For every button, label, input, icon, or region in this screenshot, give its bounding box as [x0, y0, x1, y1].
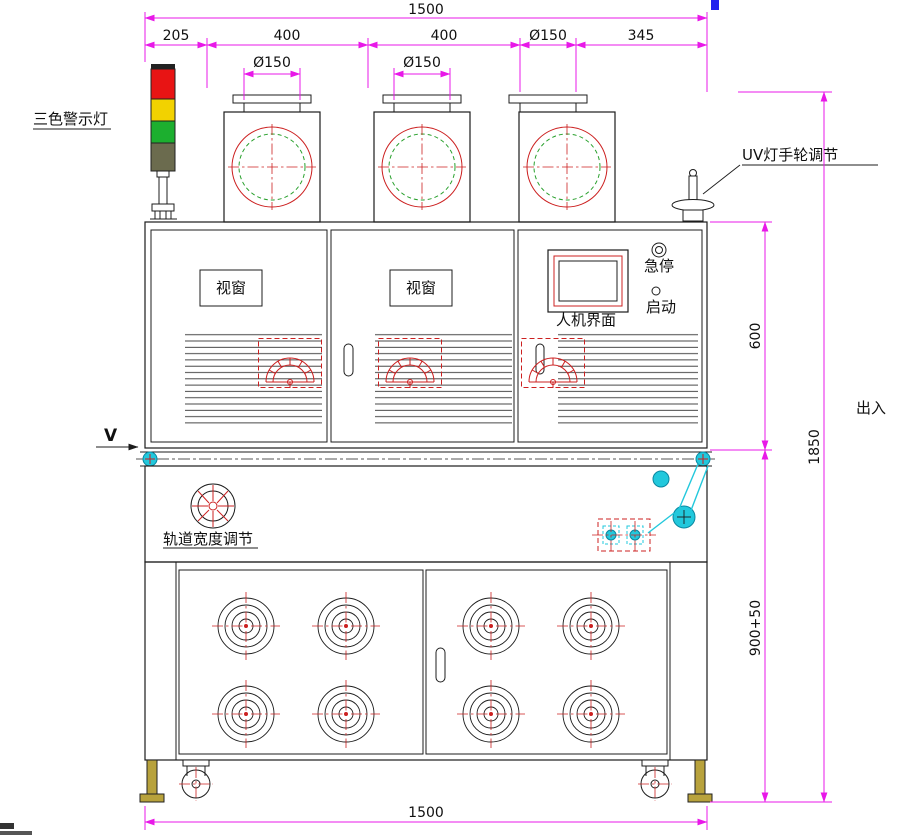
bottom-cabinet	[144, 561, 708, 761]
upper-door-1	[150, 229, 328, 443]
caster-left	[178, 759, 214, 802]
dim-base-height: 900+50	[748, 600, 764, 656]
door-handle-3	[535, 343, 545, 375]
bottom-door-handle	[435, 647, 446, 683]
label-viewport-2: 视窗	[406, 279, 436, 297]
label-warning-light: 三色警示灯	[33, 110, 108, 128]
fan-grille-1	[211, 591, 281, 661]
fan-grille-5	[456, 591, 526, 661]
track-width-handwheel	[190, 483, 236, 529]
label-hmi: 人机界面	[556, 311, 616, 329]
dim-pitch-2: 400	[431, 28, 458, 44]
dim-left-offset: 205	[163, 28, 190, 44]
conveyor	[136, 451, 716, 467]
label-view-marker: V	[104, 426, 118, 446]
caster-right	[637, 759, 673, 802]
corner-text-fragment	[0, 823, 14, 829]
fan-grille-4	[311, 679, 381, 749]
dim-pitch-1: 400	[274, 28, 301, 44]
blower-3	[508, 94, 616, 223]
upper-door-2	[330, 229, 515, 443]
dim-overall-height: 1850	[807, 429, 823, 465]
label-in-out: 出入	[856, 399, 886, 417]
louver-vent-3	[558, 333, 698, 428]
viewport-window-1	[199, 269, 263, 307]
bottom-door-right	[425, 569, 668, 755]
hmi-panel	[547, 249, 629, 313]
corner-text-fragment-2	[0, 831, 32, 835]
fan-grille-2	[311, 591, 381, 661]
louver-vent-2	[375, 333, 512, 428]
warning-light-tower	[150, 64, 177, 220]
lamp-yellow-segment	[150, 98, 176, 122]
dimension-lines	[144, 12, 832, 830]
lamp-red-segment	[150, 68, 176, 100]
fan-grille-7	[456, 679, 526, 749]
label-estop: 急停	[644, 257, 674, 275]
fan-grille-8	[556, 679, 626, 749]
blower-2	[373, 94, 471, 223]
dim-flange-dia-top: Ø150	[529, 28, 567, 44]
louver-vent-1	[185, 333, 322, 428]
dim-right-offset: 345	[628, 28, 655, 44]
upper-door-3	[517, 229, 703, 443]
upper-cabinet	[144, 221, 708, 449]
viewport-window-2	[389, 269, 453, 307]
dim-overall-width-top: 1500	[408, 2, 444, 18]
emergency-stop-button	[651, 242, 667, 258]
fan-grille-6	[556, 591, 626, 661]
label-track-width: 轨道宽度调节	[163, 530, 253, 548]
label-uv-handwheel: UV灯手轮调节	[742, 146, 838, 164]
lamp-body-segment	[150, 142, 176, 172]
middle-section	[144, 463, 709, 563]
uv-handwheel	[671, 169, 715, 222]
dim-overall-width-bottom: 1500	[408, 805, 444, 821]
fan-grille-3	[211, 679, 281, 749]
label-viewport-1: 视窗	[216, 279, 246, 297]
lamp-green-segment	[150, 120, 176, 144]
door-handle-2	[343, 343, 354, 377]
lamp-cap	[151, 64, 175, 69]
dim-flange-dia-2: Ø150	[403, 55, 441, 71]
title-block-fragment	[711, 0, 719, 10]
start-button	[651, 286, 661, 296]
leveling-foot-right	[687, 759, 713, 803]
blower-1	[223, 94, 321, 223]
label-start: 启动	[646, 298, 676, 316]
bottom-door-left	[178, 569, 424, 755]
leveling-foot-left	[139, 759, 165, 803]
belt-tensioner-assembly	[592, 463, 709, 552]
uv-label-leader	[702, 164, 741, 195]
dim-upper-height: 600	[748, 323, 764, 350]
dim-flange-dia-1: Ø150	[253, 55, 291, 71]
